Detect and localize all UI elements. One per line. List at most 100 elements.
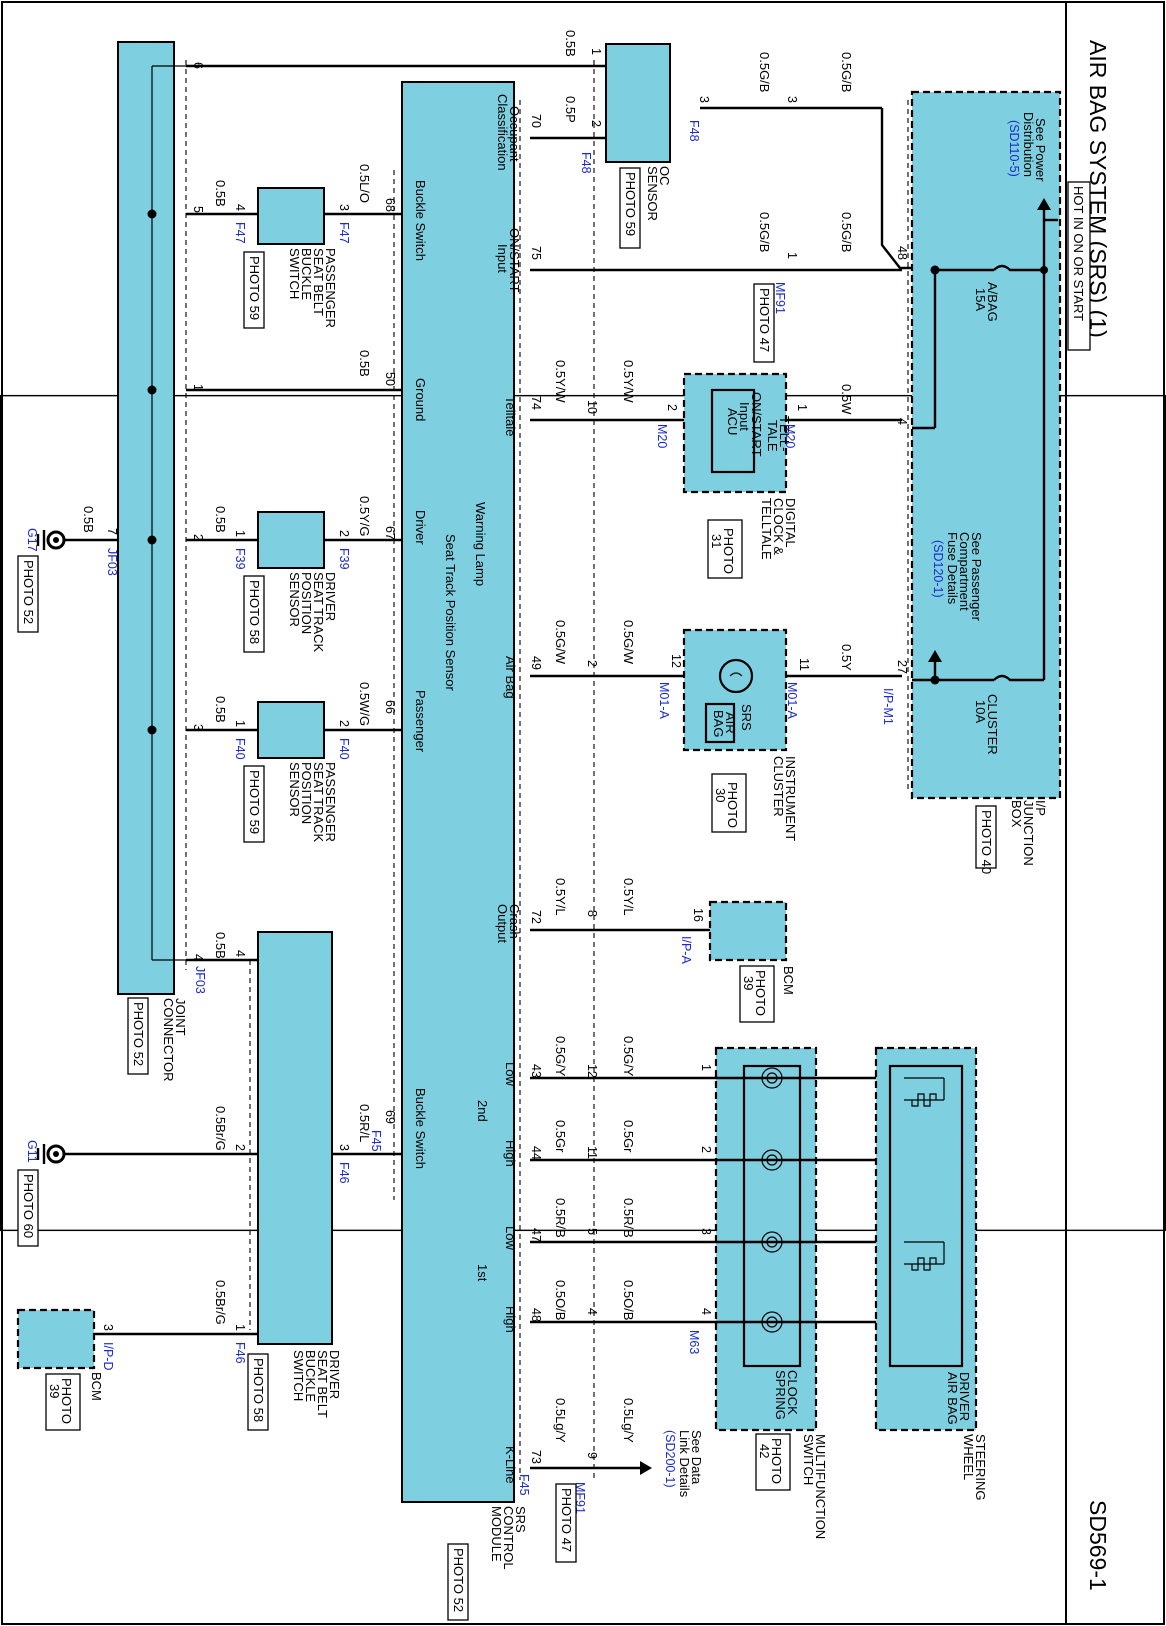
svg-text:PHOTO: PHOTO <box>769 1438 784 1484</box>
fuse-abag-label: A/BAG <box>985 282 1000 322</box>
airbag-squib-icons <box>904 1077 945 1271</box>
svg-text:SWITCH: SWITCH <box>287 248 302 299</box>
svg-text:Buckle Switch: Buckle Switch <box>413 1088 428 1169</box>
svg-text:ACU: ACU <box>725 408 740 435</box>
svg-text:PHOTO: PHOTO <box>725 782 740 828</box>
svg-text:Buckle Switch: Buckle Switch <box>413 180 428 261</box>
svg-text:Distribution: Distribution <box>1021 112 1036 177</box>
svg-text:42: 42 <box>757 1444 772 1458</box>
svg-text:2: 2 <box>337 530 351 537</box>
svg-text:0.5Br/G: 0.5Br/G <box>213 1280 228 1325</box>
svg-text:Compartment: Compartment <box>957 532 972 611</box>
svg-text:JUNCTION: JUNCTION <box>1021 800 1036 866</box>
svg-text:G11: G11 <box>25 1140 39 1163</box>
svg-text:PHOTO: PHOTO <box>721 528 736 574</box>
svg-text:M20: M20 <box>655 424 669 448</box>
driver-seat-track-sensor <box>257 511 325 569</box>
svg-text:49: 49 <box>529 656 543 670</box>
svg-text:2: 2 <box>233 1144 247 1151</box>
jb-pin-27: 27 <box>895 660 909 674</box>
svg-text:SEAT BELT: SEAT BELT <box>311 248 326 316</box>
svg-text:10: 10 <box>585 400 599 414</box>
svg-text:Occupant: Occupant <box>507 106 522 162</box>
svg-text:CONTROL: CONTROL <box>501 1506 516 1570</box>
svg-text:1: 1 <box>191 384 205 391</box>
svg-text:DIGITAL: DIGITAL <box>783 498 798 548</box>
svg-text:F48: F48 <box>687 120 701 142</box>
svg-text:0.5G/B: 0.5G/B <box>757 212 772 252</box>
svg-text:5: 5 <box>191 206 205 213</box>
data-link-note: See Data Link Details (SD200-1) <box>663 1430 704 1498</box>
svg-text:F46: F46 <box>337 1162 351 1184</box>
svg-text:F45: F45 <box>369 1130 383 1152</box>
mf91-conn-top: MF91 <box>773 282 787 314</box>
driver-air-bag <box>888 1064 964 1368</box>
svg-text:43: 43 <box>529 1064 543 1078</box>
wire-ocsensor-jb48 <box>880 108 912 270</box>
svg-text:SWITCH: SWITCH <box>291 1350 306 1401</box>
svg-text:SRS: SRS <box>513 1506 528 1533</box>
svg-text:Ground: Ground <box>413 378 428 421</box>
svg-text:SENSOR: SENSOR <box>287 572 302 627</box>
svg-text:1: 1 <box>233 720 247 727</box>
svg-text:G17: G17 <box>25 528 39 552</box>
svg-text:0.5G/B: 0.5G/B <box>839 212 854 252</box>
svg-text:PASSENGER: PASSENGER <box>323 762 338 842</box>
svg-text:2: 2 <box>191 534 205 541</box>
svg-text:Driver: Driver <box>413 510 428 545</box>
svg-text:I/P-A: I/P-A <box>679 936 693 964</box>
data-link-arrow-icon <box>640 1461 652 1475</box>
svg-text:F48: F48 <box>579 152 593 174</box>
svg-text:ON/START: ON/START <box>507 228 522 293</box>
svg-text:Input: Input <box>495 244 510 273</box>
svg-text:CLUSTER: CLUSTER <box>771 756 786 817</box>
svg-text:0.5Br/G: 0.5Br/G <box>213 1106 228 1151</box>
svg-text:2nd: 2nd <box>475 1100 490 1122</box>
svg-text:WHEEL: WHEEL <box>961 1434 976 1480</box>
svg-text:F46: F46 <box>233 1342 247 1364</box>
svg-text:67: 67 <box>383 526 397 540</box>
svg-text:ON/START: ON/START <box>749 392 764 457</box>
svg-text:SEAT TRACK: SEAT TRACK <box>311 572 326 653</box>
svg-text:Crash: Crash <box>507 904 522 939</box>
svg-text:PHOTO 47: PHOTO 47 <box>559 1488 574 1552</box>
svg-text:39: 39 <box>47 1384 62 1398</box>
svg-text:15A: 15A <box>973 288 988 311</box>
svg-text:4: 4 <box>585 1308 599 1315</box>
svg-text:2: 2 <box>585 660 599 667</box>
svg-text:See Data: See Data <box>689 1430 704 1485</box>
svg-text:Telltale: Telltale <box>503 396 518 436</box>
svg-text:12: 12 <box>585 1064 599 1078</box>
svg-text:3: 3 <box>337 1144 351 1151</box>
svg-text:0.5G/W: 0.5G/W <box>553 620 568 665</box>
svg-text:PASSENGER: PASSENGER <box>323 248 338 328</box>
svg-text:MULTIFUNCTION: MULTIFUNCTION <box>813 1434 828 1539</box>
svg-text:0.5B: 0.5B <box>213 180 228 207</box>
svg-text:POSITION: POSITION <box>299 572 314 634</box>
svg-text:CLOCK &: CLOCK & <box>771 498 786 555</box>
svg-text:2: 2 <box>589 120 603 127</box>
passenger-seat-track-sensor <box>257 701 325 759</box>
svg-text:3: 3 <box>785 96 799 103</box>
passenger-buckle-switch <box>257 187 325 245</box>
svg-text:AIR: AIR <box>723 712 738 734</box>
svg-text:Classification: Classification <box>495 94 510 171</box>
svg-text:9: 9 <box>585 1452 599 1459</box>
svg-text:0.5R/L: 0.5R/L <box>357 1104 372 1142</box>
svg-text:0.5L/O: 0.5L/O <box>357 164 372 203</box>
svg-text:POSITION: POSITION <box>299 762 314 824</box>
svg-text:3: 3 <box>191 724 205 731</box>
svg-text:0.5G/Y: 0.5G/Y <box>621 1036 636 1077</box>
svg-text:12: 12 <box>669 654 683 668</box>
svg-text:50: 50 <box>383 372 397 386</box>
srs-lamp-icon <box>718 658 754 694</box>
svg-text:72: 72 <box>529 910 543 924</box>
svg-text:0.5Gr: 0.5Gr <box>553 1120 568 1153</box>
svg-text:2: 2 <box>665 404 679 411</box>
svg-text:1: 1 <box>233 530 247 537</box>
svg-text:F47: F47 <box>233 222 247 244</box>
jb-pin-4: 4 <box>895 418 909 425</box>
svg-text:BOX: BOX <box>1009 800 1024 828</box>
svg-text:PHOTO 52: PHOTO 52 <box>131 1002 146 1066</box>
